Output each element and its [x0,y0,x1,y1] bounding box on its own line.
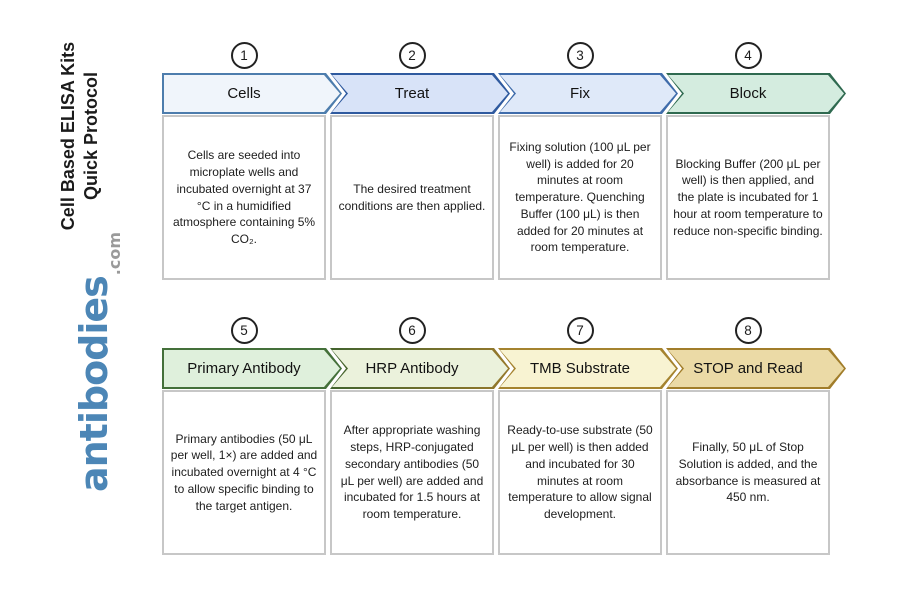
arrow-fill-layer [500,75,676,112]
step-number-badge: 8 [734,317,762,344]
step-number: 4 [744,48,752,63]
step-description-text: Primary antibodies (50 μL per well, 1×) … [170,431,318,513]
step-description: Fixing solution (100 μL per well) is add… [498,115,662,280]
step-description-text: After appropriate washing steps, HRP-con… [340,423,484,522]
step-description: Blocking Buffer (200 μL per well) is the… [666,115,830,280]
step-number-badge: 5 [230,317,258,344]
step-number: 3 [576,48,584,63]
protocol-step: 7 TMB Substrate Ready-to-use substrate (… [498,317,662,555]
step-description-text: The desired treatment conditions are the… [338,181,486,213]
step-label: Treat [394,85,430,102]
step-description: Cells are seeded into microplate wells a… [162,115,326,280]
page-title-line2: Quick Protocol [81,71,101,201]
logo-wordmark: antibodies [72,276,116,493]
step-arrow: Block [666,73,846,114]
protocol-row-1: 1 Cells Cells are seeded into microplate… [162,42,830,280]
step-description-text: Cells are seeded into microplate wells a… [172,148,316,247]
step-description: Finally, 50 μL of Stop Solution is added… [666,390,830,555]
step-number-badge: 6 [398,317,426,344]
step-number: 2 [408,48,416,63]
step-description: Ready-to-use substrate (50 μL per well) … [498,390,662,555]
step-number: 1 [240,48,248,63]
step-label: Fix [570,85,590,102]
arrow-fill-layer [332,350,508,387]
step-description: Primary antibodies (50 μL per well, 1×) … [162,390,326,555]
page-title-line1: Cell Based ELISA Kits [57,41,78,231]
protocol-row-2: 5 Primary Antibody Primary antibodies (5… [162,317,830,555]
step-arrow: Fix [498,73,678,114]
step-number-badge: 1 [230,42,258,69]
step-label: Primary Antibody [187,360,301,377]
step-number-badge: 7 [566,317,594,344]
step-number: 6 [408,323,416,338]
step-arrow: Primary Antibody [162,348,342,389]
protocol-step: 4 Block Blocking Buffer (200 μL per well… [666,42,830,280]
step-number: 5 [240,323,248,338]
protocol-step: 1 Cells Cells are seeded into microplate… [162,42,326,280]
step-number-badge: 2 [398,42,426,69]
step-label: Block [729,85,767,102]
step-description: After appropriate washing steps, HRP-con… [330,390,494,555]
protocol-step: 6 HRP Antibody After appropriate washing… [330,317,494,555]
arrow-fill-layer [164,75,340,112]
antibodies-logo: antibodies.com [72,232,124,493]
step-number: 8 [744,323,752,338]
step-number-badge: 4 [734,42,762,69]
protocol-step: 2 Treat The desired treatment conditions… [330,42,494,280]
arrow-fill-layer [668,350,844,387]
step-arrow: Treat [330,73,510,114]
arrow-fill-layer [500,350,676,387]
step-description-text: Fixing solution (100 μL per well) is add… [509,139,651,255]
arrow-fill-layer [332,75,508,112]
step-description-text: Ready-to-use substrate (50 μL per well) … [507,423,653,522]
step-arrow: Cells [162,73,342,114]
arrow-fill-layer [668,75,844,112]
step-arrow: TMB Substrate [498,348,678,389]
step-label: STOP and Read [693,360,803,377]
step-arrow: STOP and Read [666,348,846,389]
step-description: The desired treatment conditions are the… [330,115,494,280]
step-description-text: Blocking Buffer (200 μL per well) is the… [673,156,823,238]
step-description-text: Finally, 50 μL of Stop Solution is added… [675,439,821,505]
protocol-step: 8 STOP and Read Finally, 50 μL of Stop S… [666,317,830,555]
protocol-step: 5 Primary Antibody Primary antibodies (5… [162,317,326,555]
arrow-fill-layer [164,350,340,387]
step-label: TMB Substrate [529,360,631,377]
step-label: HRP Antibody [365,360,459,377]
page-title: Cell Based ELISA Kits Quick Protocol [57,42,103,230]
protocol-step: 3 Fix Fixing solution (100 μL per well) … [498,42,662,280]
logo-domain-suffix: .com [105,231,124,276]
step-arrow: HRP Antibody [330,348,510,389]
step-number: 7 [576,323,584,338]
step-label: Cells [227,85,261,102]
step-number-badge: 3 [566,42,594,69]
